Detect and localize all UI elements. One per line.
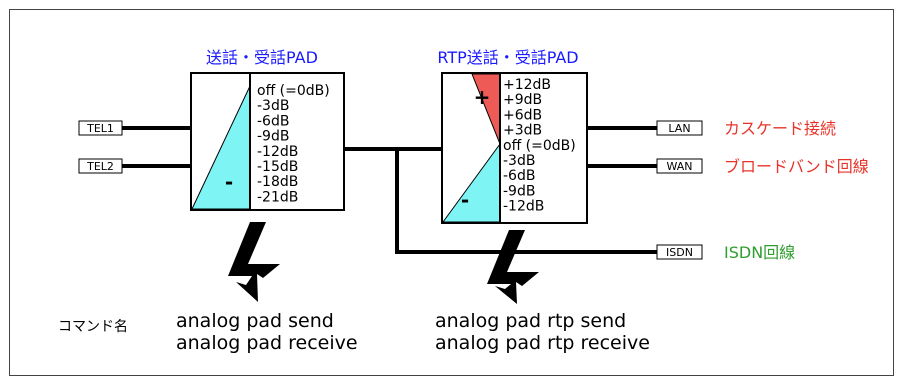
pad2-level: +6dB bbox=[503, 107, 542, 123]
lan-connection-label: カスケード接続 bbox=[724, 119, 836, 138]
pad1-level: -6dB bbox=[257, 113, 289, 129]
isdn-connection-label: ISDN回線 bbox=[724, 243, 795, 262]
pad2-title: RTP送話・受話PAD bbox=[437, 48, 578, 67]
port-lan: LAN bbox=[656, 120, 703, 136]
pad2-minus-sign: - bbox=[461, 188, 469, 212]
command-name: analog pad rtp receive bbox=[435, 332, 650, 354]
pad2-level: -6dB bbox=[503, 168, 535, 184]
svg-text:LAN: LAN bbox=[668, 122, 690, 135]
wan-connection-label: ブロードバンド回線 bbox=[724, 157, 869, 176]
svg-text:TEL1: TEL1 bbox=[86, 122, 114, 135]
port-isdn: ISDN bbox=[656, 244, 703, 260]
pad1-title: 送話・受話PAD bbox=[206, 48, 318, 67]
pad1-level: -3dB bbox=[257, 98, 289, 114]
pad2-level: +12dB bbox=[503, 77, 551, 93]
pad1-level: off (=0dB) bbox=[257, 83, 330, 99]
pad1-level-list: off (=0dB)-3dB-6dB-9dB-12dB-15dB-18dB-21… bbox=[257, 83, 330, 205]
pad1-level: -12dB bbox=[257, 144, 298, 160]
pad2-level: -9dB bbox=[503, 183, 535, 199]
svg-text:ISDN: ISDN bbox=[666, 246, 693, 259]
pad1-minus-sign: - bbox=[225, 170, 233, 194]
pad1-level: -15dB bbox=[257, 159, 298, 175]
command-label: コマンド名 bbox=[58, 319, 128, 335]
command-name: analog pad send bbox=[176, 310, 334, 332]
pad2-level: +9dB bbox=[503, 92, 542, 108]
pad2-plus-sign: + bbox=[474, 85, 491, 109]
pad1-level: -21dB bbox=[257, 189, 298, 205]
lightning-bolt-icon bbox=[228, 222, 280, 302]
lightning-bolt-icon bbox=[487, 230, 539, 304]
port-wan: WAN bbox=[656, 158, 703, 174]
port-tel1: TEL1 bbox=[78, 120, 123, 136]
pad2-level: +3dB bbox=[503, 123, 542, 139]
pad2-level: -3dB bbox=[503, 153, 535, 169]
pad1-level: -18dB bbox=[257, 174, 298, 190]
port-tel2: TEL2 bbox=[78, 158, 123, 174]
wiring bbox=[122, 126, 657, 254]
pad1-box: - off (=0dB)-3dB-6dB-9dB-12dB-15dB-18dB-… bbox=[190, 72, 345, 211]
pad2-level: -12dB bbox=[503, 199, 544, 215]
command-name: analog pad rtp send bbox=[435, 310, 626, 332]
svg-text:TEL2: TEL2 bbox=[86, 160, 114, 173]
svg-text:WAN: WAN bbox=[666, 160, 692, 173]
command-name: analog pad receive bbox=[176, 332, 358, 354]
pad1-level: -9dB bbox=[257, 129, 289, 145]
isdn-line bbox=[395, 149, 657, 254]
pad2-level: off (=0dB) bbox=[503, 138, 576, 154]
